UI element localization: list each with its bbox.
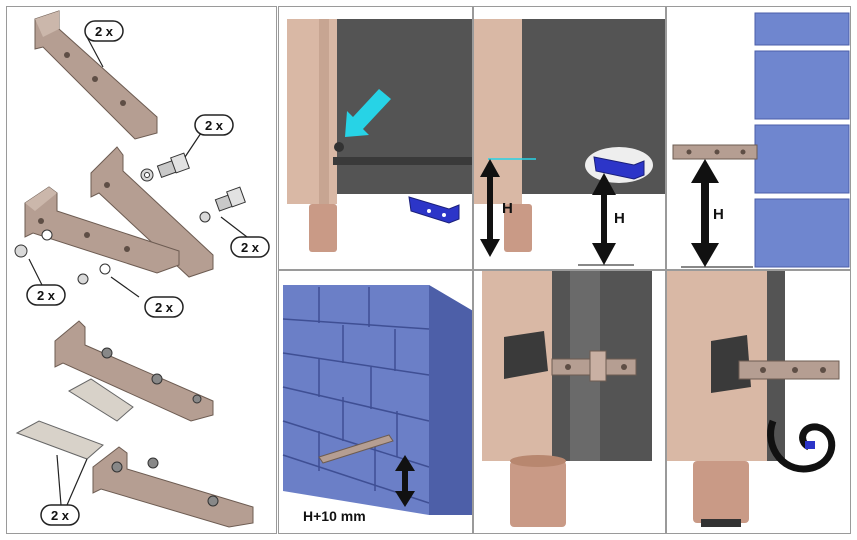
height-label: H [713,206,724,223]
callout-leader [56,454,62,506]
parts-overview-drawing: 2 x 2 x [14,10,270,528]
cabinet-leg [309,204,337,252]
qty-label: 2 x [51,508,70,523]
step-6-drawing [667,271,840,527]
height-arrow [395,455,415,507]
cabinet-leg [693,461,749,523]
wall-bracket [318,434,394,464]
qty-label: 2 x [95,24,114,39]
mounting-bracket-pair [24,146,214,278]
callout-leader [110,276,140,298]
mounted-bracket [738,360,840,380]
step-5-panel [473,270,666,534]
height-arrow [691,159,719,267]
step-1-panel [278,6,473,270]
cyan-direction-arrow [345,89,391,137]
step-4-panel: H+10 mm [278,270,473,534]
step-5-drawing [474,271,665,533]
height-arrow [592,173,616,265]
power-cable [767,419,836,473]
qty-label: 2 x [205,118,224,133]
highlighted-bracket [408,196,460,224]
qty-callout-1: 2 x [84,20,124,42]
step-6-panel [666,270,851,534]
height-label: H [502,200,513,217]
brick-wall [282,285,472,515]
wall-bracket-part [34,10,158,140]
wall-anchor-plug [15,378,134,460]
height-arrow [480,159,500,257]
callout-leader [220,216,248,238]
cabinet-side [287,19,337,204]
step-3-panel: H [666,6,851,270]
qty-callout-4: 2 x [26,284,66,306]
qty-label: 2 x [241,240,260,255]
callout-leader [66,458,88,506]
step-2-drawing: H H [474,19,665,266]
assembled-bracket [54,320,214,422]
callout-leader [28,258,44,288]
step-1-drawing [279,7,472,269]
qty-callout-5: 2 x [144,296,184,318]
assembled-bracket [92,446,254,528]
qty-callout-6: 2 x [40,504,80,526]
qty-label: 2 x [37,288,56,303]
nut-washer-part [14,229,111,285]
wall-tiles [754,12,850,268]
bolt-part [140,152,190,182]
cabinet-dark-panel [337,19,472,194]
cabinet-leg [510,461,566,527]
cabinet-leg [504,204,532,252]
bolt-part [199,186,246,223]
step-4-drawing: H+10 mm [282,285,472,524]
wall-bracket [672,144,758,160]
mounted-bracket [551,350,637,382]
height-label: H [614,210,625,227]
qty-callout-3: 2 x [230,236,270,258]
callout-leader [86,36,104,68]
callout-leader [184,132,202,158]
qty-callout-2: 2 x [194,114,234,136]
highlighted-bracket [593,156,645,180]
parts-overview-panel: 2 x 2 x [6,6,277,534]
step-2-panel: H H [473,6,666,270]
step-3-drawing: H [672,12,850,268]
cabinet-side [474,19,522,204]
qty-label: 2 x [155,300,174,315]
offset-label: H+10 mm [303,508,366,524]
